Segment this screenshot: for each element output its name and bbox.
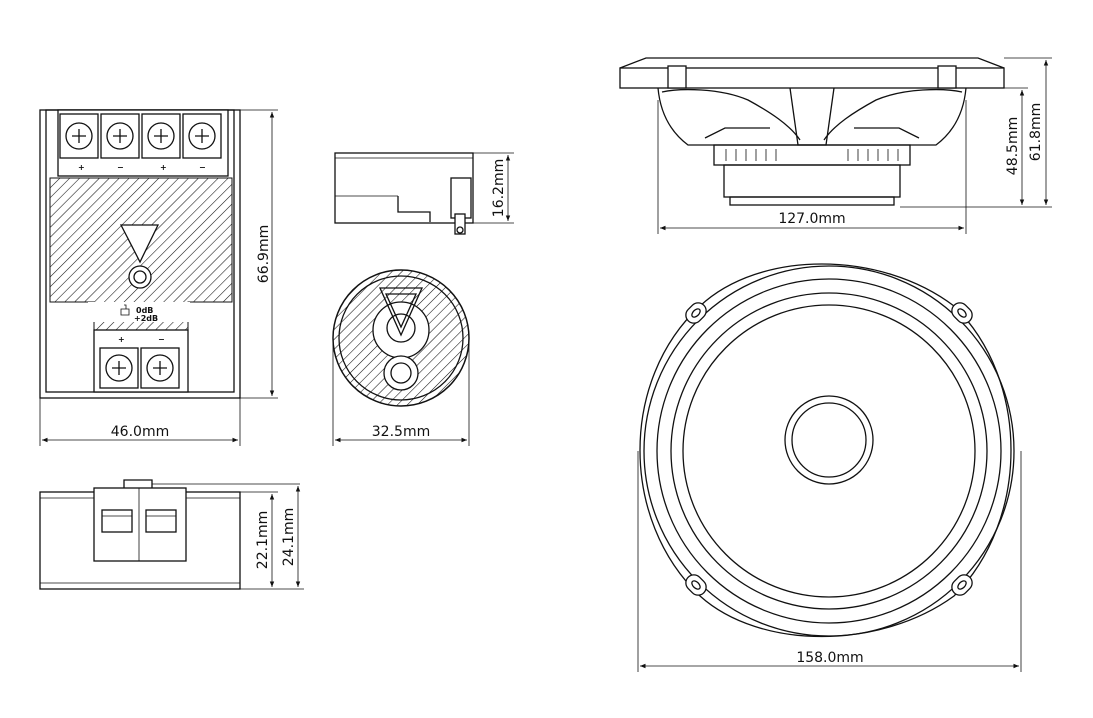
output-minus: − [158,335,165,344]
woofer-front-view: 158.0mm [637,263,1022,672]
woofer-mount-depth-label: 48.5mm [1005,117,1021,175]
woofer-magnet [723,164,901,198]
terminal-plus-2: + [160,163,167,172]
level-0db-label: 0dB [136,306,153,315]
terminal-minus-2: − [199,163,206,172]
tweeter-triangle-inner [384,293,418,329]
woofer-surround-outer [656,278,1002,624]
woofer-frame-outline [639,263,1012,638]
woofer-frame-ring [643,265,1015,637]
tweeter-connector [450,177,472,219]
woofer-total-depth-label: 61.8mm [1028,103,1044,161]
level-label-area [88,302,190,322]
crossover-depth-outer-label: 24.1mm [281,508,297,566]
terminal-plus-1: + [78,163,85,172]
tweeter-side-view: 16.2mm [334,152,514,235]
crossover-width-label: 46.0mm [111,424,169,440]
tweeter-pin-hole [456,226,464,234]
woofer-magnet-vents [713,144,911,166]
woofer-clip-right [937,65,957,89]
woofer-basket [657,87,967,146]
woofer-surround [670,292,988,610]
crossover-side-view: 22.1mm 24.1mm [39,479,304,590]
woofer-side-view: 127.0mm 48.5mm 61.8mm [619,57,1052,234]
woofer-spokes [704,127,920,139]
input-terminals [59,113,222,159]
output-plus: + [118,335,125,344]
woofer-dust-cap-inner [791,402,867,478]
woofer-mounting-holes [685,302,973,596]
woofer-clip-left [667,65,687,89]
woofer-mounting-flange [619,67,1005,89]
woofer-outer-diameter-label: 158.0mm [796,650,863,666]
side-terminal-2 [145,509,177,533]
switch-icon [120,304,130,316]
tweeter-lower-knob-inner [390,362,412,384]
woofer-vent-slots [725,149,899,161]
tweeter-body-outline [334,152,474,224]
woofer-cone-right [823,88,963,141]
tweeter-rim [338,275,464,401]
woofer-magnet-base [729,196,895,206]
terminal-minus-1: − [117,163,124,172]
woofer-dust-cap [784,395,874,485]
woofer-mount-diameter-label: 127.0mm [778,211,845,227]
tweeter-logo-triangle [119,224,160,264]
tweeter-diameter-label: 32.5mm [372,424,430,440]
woofer-flange-top [619,57,1005,69]
tweeter-depth-label: 16.2mm [491,159,507,217]
tweeter-triangle-logo [378,287,424,337]
tweeter-connector-pin [454,213,466,235]
woofer-center-frame [789,87,835,146]
tweeter-front-view: 32.5mm [332,269,470,446]
tweeter-step [397,196,431,222]
crossover-front-view: + − + − 0dB +2dB + − 66.9mm 46.0mm [39,109,278,446]
crossover-height-label: 66.9mm [256,225,272,283]
woofer-cone-left [661,88,801,141]
tweeter-lower-knob [383,355,419,391]
side-terminal-tab [123,479,153,488]
side-terminal-1 [101,509,133,533]
level-switch-inner [133,270,147,284]
woofer-cone [682,304,976,598]
crossover-depth-inner-label: 22.1mm [255,511,271,569]
level-switch [128,265,152,289]
level-2db-label: +2dB [134,314,158,323]
